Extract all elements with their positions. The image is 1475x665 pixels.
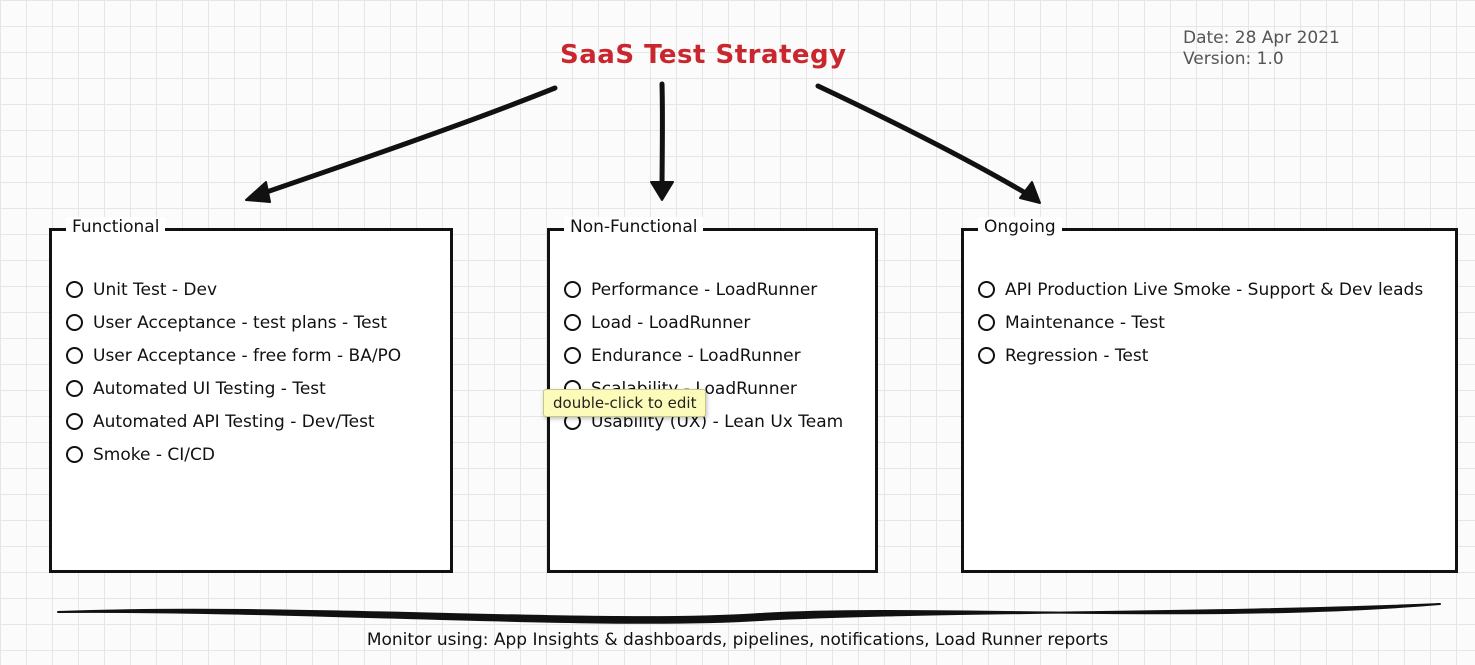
item-label: Smoke - CI/CD bbox=[93, 444, 215, 465]
ongoing-group[interactable]: Ongoing API Production Live Smoke - Supp… bbox=[961, 217, 1458, 573]
radio-icon[interactable] bbox=[564, 347, 581, 364]
arrowhead-functional bbox=[245, 181, 271, 203]
document-meta[interactable]: Date: 28 Apr 2021 Version: 1.0 bbox=[1183, 28, 1340, 70]
radio-icon[interactable] bbox=[66, 281, 83, 298]
radio-icon[interactable] bbox=[978, 281, 995, 298]
arrowhead-non-functional bbox=[650, 181, 674, 201]
radio-icon[interactable] bbox=[66, 347, 83, 364]
arrow-to-ongoing bbox=[815, 83, 1037, 201]
checklist-item[interactable]: Automated UI Testing - Test bbox=[66, 372, 401, 405]
item-label: Maintenance - Test bbox=[1005, 312, 1165, 333]
radio-icon[interactable] bbox=[564, 281, 581, 298]
radio-icon[interactable] bbox=[978, 314, 995, 331]
functional-items: Unit Test - Dev User Acceptance - test p… bbox=[66, 273, 401, 471]
item-label: Automated API Testing - Dev/Test bbox=[93, 411, 375, 432]
radio-icon[interactable] bbox=[66, 413, 83, 430]
monitor-caption[interactable]: Monitor using: App Insights & dashboards… bbox=[366, 630, 1109, 650]
checklist-item[interactable]: Endurance - LoadRunner bbox=[564, 339, 843, 372]
non-functional-group[interactable]: Non-Functional Performance - LoadRunner … bbox=[547, 217, 878, 573]
radio-icon[interactable] bbox=[66, 446, 83, 463]
arrowhead-ongoing bbox=[1019, 181, 1041, 204]
monitor-brace bbox=[57, 603, 1441, 624]
radio-icon[interactable] bbox=[66, 314, 83, 331]
checklist-item[interactable]: Load - LoadRunner bbox=[564, 306, 843, 339]
radio-icon[interactable] bbox=[564, 314, 581, 331]
item-label: Load - LoadRunner bbox=[591, 312, 751, 333]
checklist-item[interactable]: User Acceptance - test plans - Test bbox=[66, 306, 401, 339]
item-label: API Production Live Smoke - Support & De… bbox=[1005, 279, 1424, 300]
item-label: Performance - LoadRunner bbox=[591, 279, 818, 300]
non-functional-label: Non-Functional bbox=[564, 217, 704, 237]
checklist-item[interactable]: User Acceptance - free form - BA/PO bbox=[66, 339, 401, 372]
checklist-item[interactable]: API Production Live Smoke - Support & De… bbox=[978, 273, 1423, 306]
date-text: Date: 28 Apr 2021 bbox=[1183, 28, 1340, 48]
item-label: Regression - Test bbox=[1005, 345, 1149, 366]
checklist-item[interactable]: Automated API Testing - Dev/Test bbox=[66, 405, 401, 438]
checklist-item[interactable]: Performance - LoadRunner bbox=[564, 273, 843, 306]
item-label: Automated UI Testing - Test bbox=[93, 378, 326, 399]
diagram-title[interactable]: SaaS Test Strategy bbox=[560, 40, 847, 70]
item-label: User Acceptance - free form - BA/PO bbox=[93, 345, 402, 366]
functional-group[interactable]: Functional Unit Test - Dev User Acceptan… bbox=[49, 217, 453, 573]
ongoing-label: Ongoing bbox=[978, 217, 1062, 237]
arrow-to-functional bbox=[252, 85, 558, 199]
radio-icon[interactable] bbox=[66, 380, 83, 397]
checklist-item[interactable]: Maintenance - Test bbox=[978, 306, 1423, 339]
checklist-item[interactable]: Regression - Test bbox=[978, 339, 1423, 372]
item-label: Endurance - LoadRunner bbox=[591, 345, 801, 366]
ongoing-items: API Production Live Smoke - Support & De… bbox=[978, 273, 1423, 372]
functional-label: Functional bbox=[66, 217, 166, 237]
item-label: User Acceptance - test plans - Test bbox=[93, 312, 388, 333]
radio-icon[interactable] bbox=[978, 347, 995, 364]
edit-tooltip: double-click to edit bbox=[543, 389, 707, 417]
checklist-item[interactable]: Unit Test - Dev bbox=[66, 273, 401, 306]
checklist-item[interactable]: Smoke - CI/CD bbox=[66, 438, 401, 471]
version-text: Version: 1.0 bbox=[1183, 49, 1284, 69]
item-label: Unit Test - Dev bbox=[93, 279, 218, 300]
